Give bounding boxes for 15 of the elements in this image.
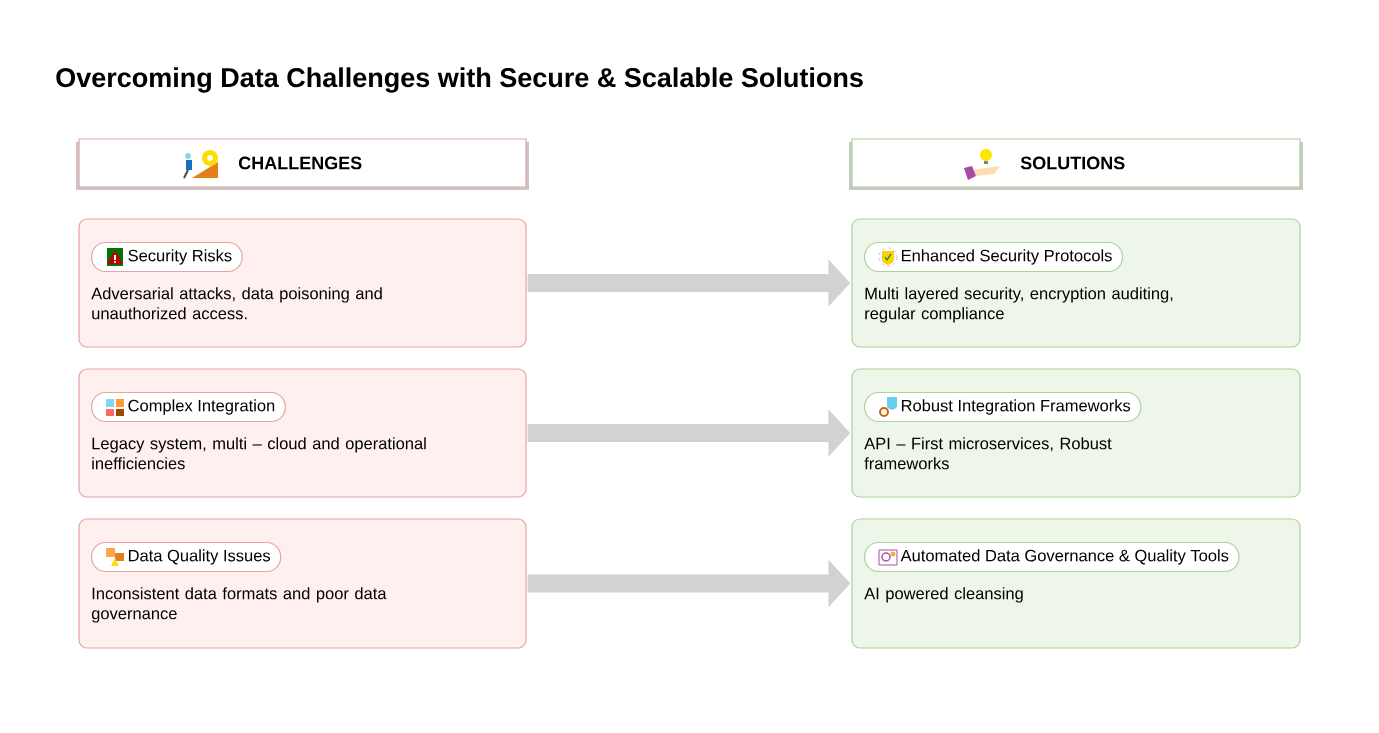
description: Adversarial attacks, data poisoning and unauthorized access.	[91, 287, 382, 320]
heading-pill: Enhanced Security Protocols	[864, 241, 1124, 273]
description: AI powered cleansing	[864, 587, 1023, 603]
heading-pill: Data Quality Issues	[91, 541, 282, 573]
header-box: CHALLENGES	[76, 138, 529, 190]
title: Overcoming Data Challenges with Secure & Scalable Solutions	[56, 67, 863, 93]
header-box: SOLUTIONS	[849, 138, 1303, 190]
description: Multi layered security, encryption auditing, regular compliance	[865, 287, 1173, 323]
description: Legacy system, multi – cloud and operational inefficiencies	[92, 437, 426, 470]
heading-pill: Security Risks	[91, 241, 243, 273]
heading-pill: Complex Integration	[91, 391, 286, 423]
heading-pill: Robust Integration Frameworks	[864, 391, 1142, 423]
heading-pill: Automated Data Governance & Quality Tools	[864, 541, 1240, 573]
description: API – First microservices, Robust frameworks	[864, 437, 1112, 470]
description: Inconsistent data formats and poor data governance	[91, 587, 387, 623]
